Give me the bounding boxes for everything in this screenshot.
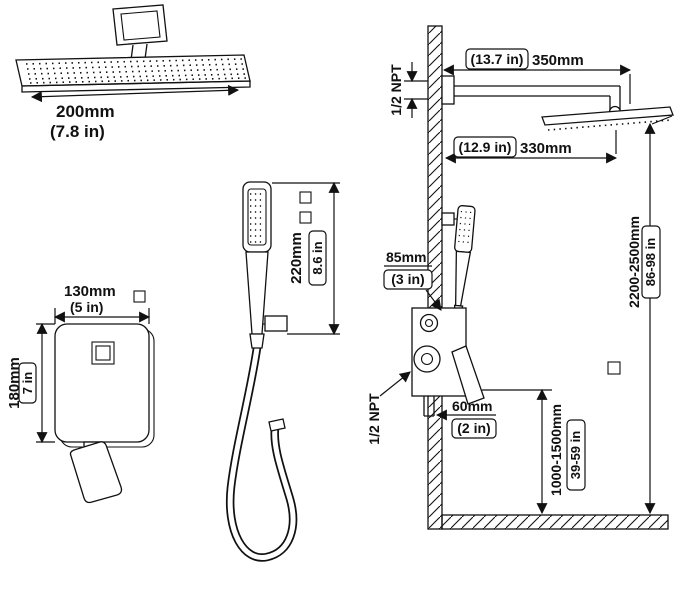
- installation-diagram: (13.7 in) 350mm 1/2 NPT (12.9 in) 330mm …: [366, 25, 674, 530]
- valve-height-in-box: 39-59 in: [566, 419, 586, 491]
- hand-shower-height-in-label: 8.6 in: [310, 241, 325, 274]
- offset-in-label: (2 in): [457, 420, 490, 436]
- valve-height-in-label: 7 in: [20, 372, 35, 394]
- arm-flange: [441, 75, 455, 105]
- valve-cartridge: [413, 345, 441, 373]
- head-height-in-label: 86-98 in: [643, 238, 658, 286]
- arm-thread-extension-lines: [404, 80, 428, 100]
- mixer-valve-drawing: 130mm (5 in) 180mm 7 in: [6, 283, 155, 504]
- head-height-in-box: 86-98 in: [641, 225, 661, 299]
- hand-shower-height-in-box: 8.6 in: [308, 230, 327, 286]
- mount-plate: [112, 4, 168, 46]
- marker-square: [299, 211, 312, 224]
- head-width-dimension-line: [30, 84, 240, 103]
- valve-height-in-label: 39-59 in: [568, 431, 583, 479]
- valve-width-in-label: (5 in): [70, 299, 103, 315]
- hose-end-nut: [268, 418, 286, 432]
- arm-length-in-box: (13.7 in): [465, 48, 529, 70]
- arm-thread-label: 1/2 NPT: [388, 64, 404, 116]
- hand-shower-height-mm-label: 220mm: [288, 232, 305, 284]
- valve-bottom-stub: [423, 396, 435, 417]
- diverter-button-inner: [95, 345, 111, 361]
- reach-mm-label: 330mm: [520, 140, 572, 157]
- reach-in-label: (12.9 in): [459, 139, 512, 155]
- head-height-mm-label: 2200-2500mm: [626, 216, 642, 308]
- hand-shower-head: [242, 181, 272, 253]
- depth-in-box: (3 in): [383, 269, 433, 290]
- depth-mm-label: 85mm: [386, 249, 426, 265]
- hand-shower-drawing: 220mm 8.6 in: [133, 181, 340, 562]
- marker-square: [607, 361, 621, 375]
- valve-lever-handle: [451, 345, 485, 405]
- rain-head-nozzles: [547, 119, 672, 131]
- rain-shower-head-drawing: 200mm (7.8 in): [15, 4, 251, 141]
- valve-thread-leader: [379, 371, 411, 397]
- marker-square: [299, 191, 312, 204]
- mount-plate-inner: [120, 10, 161, 41]
- wall-bracket: [441, 212, 455, 226]
- head-width-mm-label: 200mm: [56, 102, 115, 121]
- hand-shower-extension-lines: [272, 182, 340, 335]
- diverter-button: [91, 341, 115, 365]
- depth-in-label: (3 in): [391, 271, 424, 287]
- arm-length-in-label: (13.7 in): [471, 51, 524, 67]
- hand-shower-bracket: [264, 315, 288, 332]
- valve-height-mm-label: 1000-1500mm: [548, 404, 564, 496]
- valve-top-port: [419, 313, 439, 333]
- valve-height-extension-lines: [36, 323, 55, 443]
- valve-thread-label: 1/2 NPT: [366, 393, 382, 445]
- rain-head-side-view: [541, 106, 674, 126]
- floor-section: [441, 514, 669, 530]
- depth-leader: [425, 289, 442, 311]
- shower-arm: [454, 85, 621, 110]
- shower-head-edge: [21, 80, 251, 93]
- offset-mm-label: 60mm: [452, 398, 492, 414]
- hand-shower-nut: [249, 333, 265, 349]
- offset-in-box: (2 in): [451, 418, 497, 439]
- arm-length-mm-label: 350mm: [532, 52, 584, 69]
- valve-width-mm-label: 130mm: [64, 283, 116, 300]
- reach-in-box: (12.9 in): [453, 136, 517, 158]
- head-width-in-label: (7.8 in): [50, 122, 105, 141]
- marker-square: [133, 290, 146, 303]
- hand-shower-face: [247, 188, 267, 246]
- hand-shower-hose: [225, 343, 298, 562]
- valve-handle: [69, 441, 123, 504]
- head-height-extension-line: [651, 115, 673, 125]
- valve-height-in-box: 7 in: [18, 362, 37, 404]
